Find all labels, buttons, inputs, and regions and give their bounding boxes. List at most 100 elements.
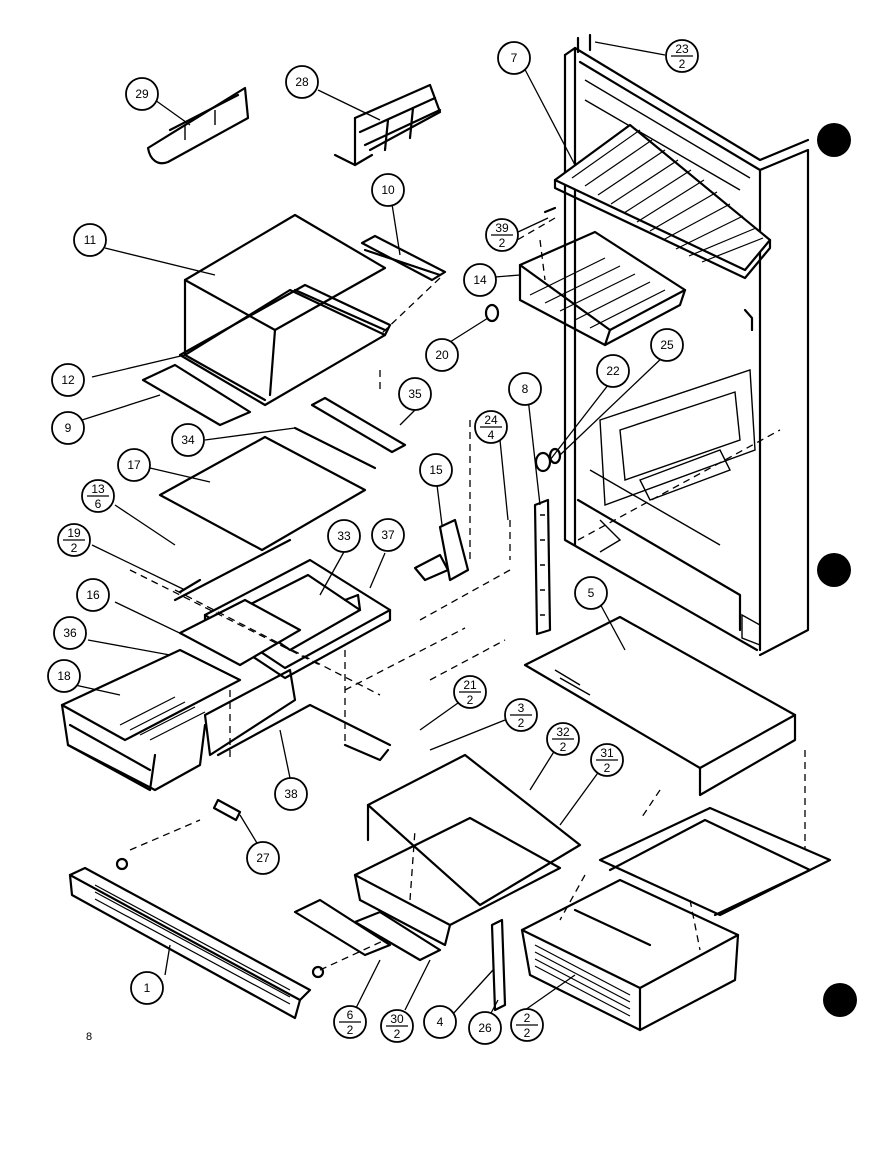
callout-circle [371,518,405,552]
callout-9: 9 [51,411,85,445]
callout-number: 28 [295,75,309,89]
callout-33: 33 [327,519,361,553]
callout-number: 13 [91,482,105,496]
callout-12: 12 [51,363,85,397]
callout-13-6: 136 [81,479,115,513]
callout-circle [574,576,608,610]
callout-number: 18 [57,669,71,683]
drawer-post [490,918,507,1012]
callout-circle [463,263,497,297]
callout-39-2: 392 [485,218,519,252]
callout-number: 32 [556,725,570,739]
callout-number: 12 [61,373,75,387]
callout-22: 22 [596,354,630,388]
callout-23-2: 232 [665,39,699,73]
callout-31-2: 312 [590,743,624,777]
callout-3-2: 32 [504,698,538,732]
callout-1: 1 [130,971,164,1005]
callout-number: 37 [381,528,395,542]
callout-circle [508,372,542,406]
clip [212,798,242,822]
callout-circle [423,1005,457,1039]
callout-circle [117,448,151,482]
callout-circle [327,519,361,553]
callout-number: 23 [675,42,689,56]
callout-number: 9 [65,421,72,435]
callout-number: 31 [600,746,614,760]
callout-number: 27 [256,851,270,865]
callout-number: 10 [381,183,395,197]
crisper-drawer-right-panel [178,598,302,757]
callout-number: 3 [518,701,525,715]
callout-circle [596,354,630,388]
callout-circle [425,338,459,372]
callout-circle [274,777,308,811]
door-rack [333,83,442,167]
crisper-support-frame [216,703,392,762]
callout-quantity: 2 [499,236,506,250]
cabinet-liner [563,33,810,657]
callout-28: 28 [285,65,319,99]
callout-number: 11 [84,233,97,247]
callout-number: 1 [144,981,151,995]
callout-7: 7 [497,41,531,75]
callout-circle [246,841,280,875]
callout-quantity: 2 [524,1026,531,1040]
callout-14: 14 [463,263,497,297]
callout-number: 14 [473,273,487,287]
callout-number: 24 [484,413,498,427]
callout-number: 29 [135,87,149,101]
callout-5: 5 [574,576,608,610]
callout-number: 36 [63,626,77,640]
callout-circle [51,411,85,445]
callout-number: 38 [284,787,298,801]
glass-shelf-upper [141,213,447,427]
callout-number: 33 [337,529,351,543]
callout-circle [47,659,81,693]
shelf-rail [533,498,552,636]
callout-8: 8 [508,372,542,406]
callout-29: 29 [125,77,159,111]
freezer-wire-shelf [553,123,772,280]
callout-number: 35 [408,387,422,401]
callout-number: 2 [524,1011,531,1025]
callout-circle [419,453,453,487]
callout-number: 15 [429,463,443,477]
callout-quantity: 2 [467,693,474,707]
callout-circle [285,65,319,99]
meat-drawer-cover [293,753,582,962]
callout-19-2: 192 [57,523,91,557]
callout-number: 34 [181,433,195,447]
callout-number: 30 [390,1012,404,1026]
callout-number: 22 [606,364,620,378]
door-bin [146,86,250,165]
callout-number: 25 [660,338,674,352]
support-bracket [413,518,470,582]
glass-shelf-lower [523,615,797,797]
callout-circle [125,77,159,111]
punch-holes [817,123,857,1017]
toe-grille [68,857,325,1020]
callout-32-2: 322 [546,722,580,756]
callout-15: 15 [419,453,453,487]
callout-number: 7 [511,51,518,65]
callout-number: 5 [588,586,595,600]
callout-18: 18 [47,659,81,693]
crisper-drawer-left [60,648,242,792]
callout-number: 21 [463,678,477,692]
callout-quantity: 2 [679,57,686,71]
callout-24-4: 244 [474,410,508,444]
callout-quantity: 6 [95,497,102,511]
callout-number: 20 [435,348,449,362]
callout-quantity: 2 [604,761,611,775]
callout-circle [51,363,85,397]
callout-number: 19 [67,526,81,540]
callout-circle [371,173,405,207]
callout-quantity: 2 [518,716,525,730]
callout-26: 26 [468,1011,502,1045]
callout-6-2: 62 [333,1005,367,1039]
callout-circle [130,971,164,1005]
callout-11: 11 [73,223,107,257]
callout-quantity: 2 [560,740,567,754]
